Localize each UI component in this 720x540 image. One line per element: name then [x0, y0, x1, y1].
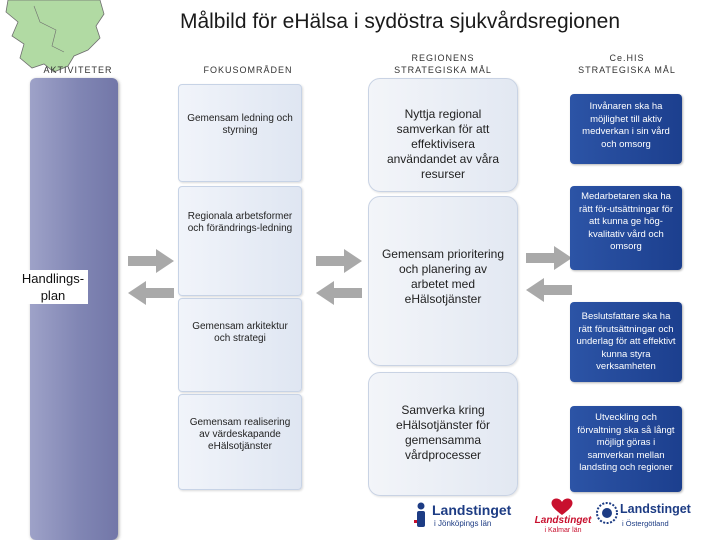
- logo-jonkoping-name: Landstinget: [432, 502, 512, 518]
- focus-text-arbetsformer: Regionala arbetsformer och förändrings-l…: [187, 211, 293, 234]
- goal-text-vardprocesser: Samverka kring eHälsotjänster för gemens…: [395, 403, 491, 462]
- arrow-right-icon: [128, 249, 174, 273]
- cehis-box-medarbetare: Medarbetaren ska ha rätt för-utsättninga…: [570, 186, 682, 270]
- logo-ostergotland-sub: i Östergötland: [622, 519, 669, 528]
- arrow-left-icon: [526, 278, 572, 302]
- cehis-text-medarbetare: Medarbetaren ska ha rätt för-utsättninga…: [579, 191, 673, 252]
- arrow-left-icon: [128, 281, 174, 305]
- logo-ostergotland-name: Landstinget: [620, 502, 691, 516]
- column-header-regional-goals: REGIONENS STRATEGISKA MÅL: [394, 53, 492, 75]
- cehis-text-invanare: Invånaren ska ha möjlighet till aktiv me…: [582, 101, 670, 150]
- logo-kalmar-sub: i Kalmar län: [544, 527, 582, 534]
- activity-label-handlingsplan: Handlings-plan: [18, 270, 88, 304]
- sun-emblem-icon: [596, 502, 618, 524]
- column-header-focus-areas: FOKUSOMRÅDEN: [203, 65, 293, 75]
- goal-box-samverkan: Nyttja regional samverkan för att effekt…: [368, 78, 518, 192]
- focus-text-arkitektur: Gemensam arkitektur och strategi: [192, 321, 288, 344]
- focus-text-ledning: Gemensam ledning och styrning: [187, 113, 293, 136]
- arrow-left-icon: [316, 281, 362, 305]
- logo-ostergotland: Landstinget i Östergötland: [596, 500, 718, 536]
- cehis-box-beslutsfattare: Beslutsfattare ska ha rätt förutsättning…: [570, 302, 682, 382]
- focus-text-realisering: Gemensam realisering av värdeskapande eH…: [189, 417, 291, 452]
- goal-box-vardprocesser: Samverka kring eHälsotjänster för gemens…: [368, 372, 518, 496]
- region-map-graphic: [5, 0, 105, 73]
- focus-box-ledning: Gemensam ledning och styrning: [178, 84, 302, 182]
- arrow-right-icon: [316, 249, 362, 273]
- cehis-box-utveckling: Utveckling och förvaltning ska så långt …: [570, 406, 682, 492]
- logo-kalmar: Landstinget i Kalmar län: [532, 498, 594, 538]
- cehis-box-invanare: Invånaren ska ha möjlighet till aktiv me…: [570, 94, 682, 164]
- column-header-activities: AKTIVITETER: [43, 65, 113, 75]
- logo-jonkoping-sub: i Jönköpings län: [434, 519, 492, 528]
- person-icon: [414, 502, 425, 527]
- focus-box-arbetsformer: Regionala arbetsformer och förändrings-l…: [178, 186, 302, 296]
- cehis-text-utveckling: Utveckling och förvaltning ska så långt …: [577, 412, 675, 473]
- goal-text-samverkan: Nyttja regional samverkan för att effekt…: [386, 107, 500, 181]
- focus-box-arkitektur: Gemensam arkitektur och strategi: [178, 298, 302, 392]
- column-header-cehis-goals: Ce.HIS STRATEGISKA MÅL: [578, 53, 676, 75]
- logo-kalmar-name: Landstinget: [534, 515, 592, 526]
- arrow-right-icon: [526, 246, 572, 270]
- cehis-text-beslutsfattare: Beslutsfattare ska ha rätt förutsättning…: [576, 311, 676, 372]
- page-title: Målbild för eHälsa i sydöstra sjukvårdsr…: [179, 10, 621, 33]
- heart-icon: [551, 498, 573, 515]
- activity-bar: [30, 78, 118, 540]
- logo-jonkoping: Landstinget i Jönköpings län: [414, 500, 524, 536]
- goal-box-prioritering: Gemensam prioritering och planering av a…: [368, 196, 518, 366]
- focus-box-realisering: Gemensam realisering av värdeskapande eH…: [178, 394, 302, 490]
- goal-text-prioritering: Gemensam prioritering och planering av a…: [381, 247, 505, 306]
